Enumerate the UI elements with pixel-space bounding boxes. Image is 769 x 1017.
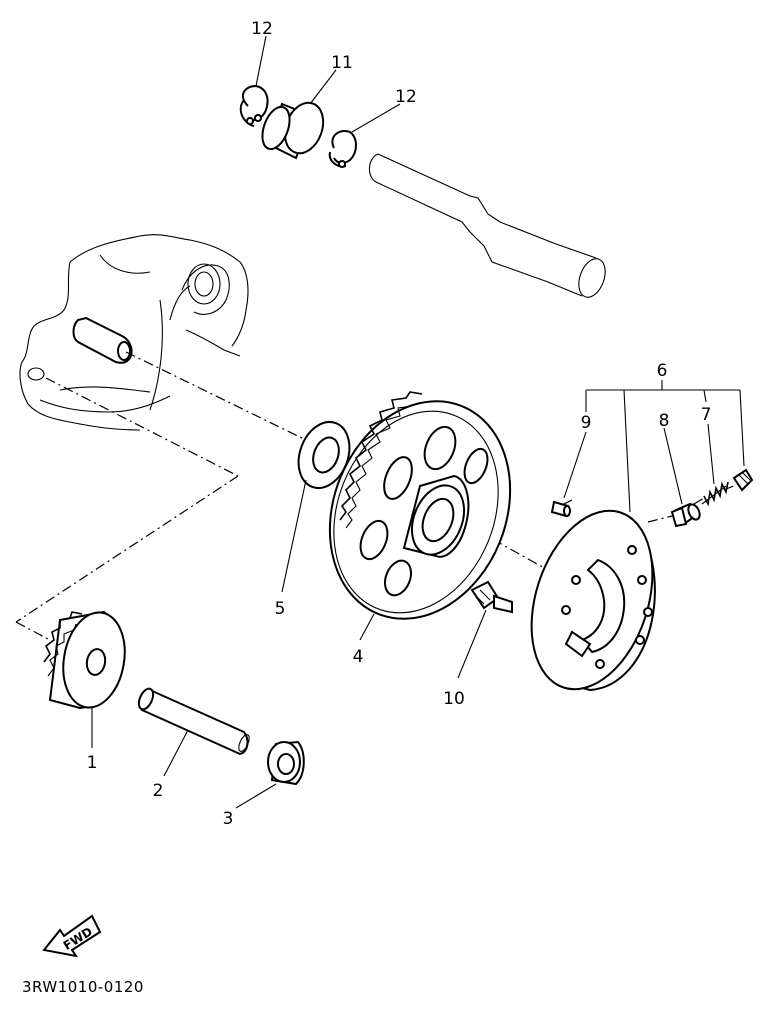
collar-3 — [267, 740, 305, 786]
callout-10: 10 — [443, 689, 465, 709]
spring-7 — [701, 481, 729, 507]
callout-7: 7 — [701, 405, 712, 425]
pin-9 — [550, 500, 571, 518]
callout-8: 8 — [659, 411, 670, 431]
shaft-2 — [137, 687, 250, 756]
callout-leaders — [91, 35, 745, 809]
callout-1: 1 — [87, 753, 98, 773]
circlip-12-left — [239, 84, 269, 127]
diagram-code: 3RW1010-0120 — [22, 978, 144, 996]
cap-7 — [732, 468, 754, 492]
crankcase-outline — [19, 234, 249, 431]
callout-6: 6 — [657, 361, 668, 381]
callout-5: 5 — [275, 599, 286, 619]
fwd-arrow: FWD — [42, 914, 102, 958]
circlip-12-right — [328, 130, 357, 168]
callout-4: 4 — [353, 647, 364, 667]
gear-1 — [43, 610, 126, 710]
clutch-6 — [530, 509, 656, 692]
alignment-lines — [15, 351, 739, 641]
callout-12-right: 12 — [395, 87, 417, 107]
gear-4 — [328, 391, 512, 620]
callout-labels: 12 11 12 6 9 8 7 5 4 10 1 2 3 — [87, 19, 712, 829]
callout-11: 11 — [331, 53, 353, 73]
plunger-8 — [670, 502, 701, 528]
callout-9: 9 — [581, 413, 592, 433]
shaft-phantom — [368, 153, 606, 298]
callout-12-left: 12 — [251, 19, 273, 39]
bolt-10 — [470, 580, 513, 614]
callout-2: 2 — [153, 781, 164, 801]
callout-3: 3 — [223, 809, 234, 829]
bushing-11 — [261, 101, 325, 160]
